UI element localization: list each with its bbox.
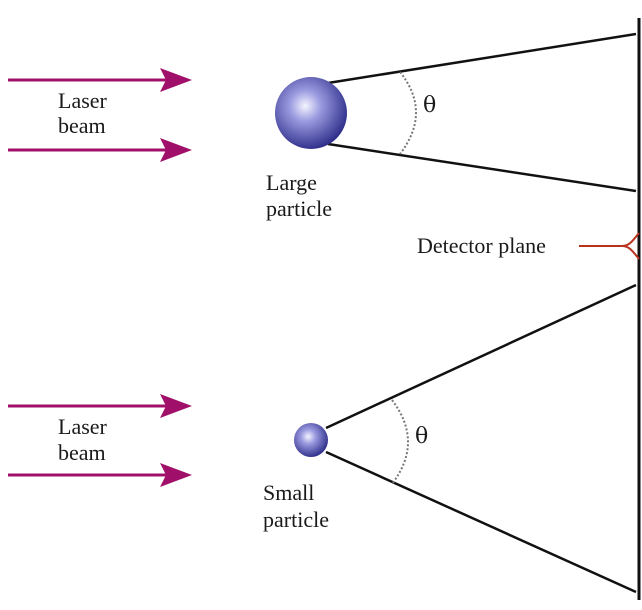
large-particle-label-line2: particle [266,196,332,221]
large-particle-scatter-lines [328,34,636,191]
bottom-beam-label-line2: beam [58,440,106,465]
bottom-beam-label-line1: Laser [58,414,108,439]
detector-pointer [579,233,639,259]
bottom-angle-label: θ [415,424,428,449]
top-beam-label-line1: Laser [58,88,108,113]
small-particle-label-line2: particle [263,507,329,532]
top-beam-label-line2: beam [58,113,106,138]
small-particle [294,423,328,457]
top-angle-arc [400,72,416,154]
large-particle [275,77,347,149]
small-particle-label-line1: Small [263,480,314,505]
bottom-angle-arc [392,400,408,484]
top-angle-label: θ [423,93,436,118]
detector-plane-label: Detector plane [417,233,546,258]
small-particle-scatter-lines [326,285,636,592]
large-particle-label-line1: Large [266,170,317,195]
